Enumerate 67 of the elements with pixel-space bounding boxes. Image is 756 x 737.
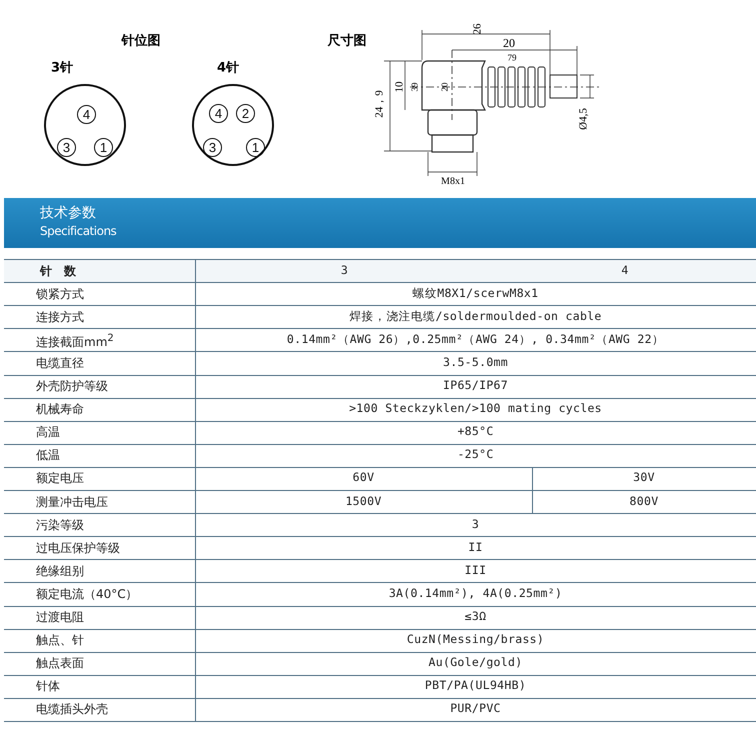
dimension-label: 20 xyxy=(440,82,450,92)
dimension-label: 24，9 xyxy=(374,90,386,118)
pin-number: 1 xyxy=(246,138,265,157)
table-cell: 焊接，浇注电缆/soldermoulded-on cable xyxy=(349,310,602,322)
connector-face xyxy=(192,84,274,166)
table-cell: 1500V xyxy=(345,496,382,508)
table-cell: 0.14mm²（AWG 26）,0.25mm²（AWG 24）, 0.34mm²（AWG 22） xyxy=(286,334,664,346)
row-header: 污染等级 xyxy=(36,518,84,531)
row-header: 连接截面mm$^{2}$ xyxy=(36,334,114,348)
table-cell: III xyxy=(464,564,486,576)
dimension-label: 26 xyxy=(472,24,484,34)
table-cell: -25°C xyxy=(457,449,494,461)
row-header: 额定电压 xyxy=(36,472,84,484)
pin-count-label: 4针 xyxy=(216,62,240,74)
section-heading: 尺寸图 xyxy=(328,34,366,48)
row-header: 低温 xyxy=(36,449,60,462)
row-header: 触点表面 xyxy=(36,657,84,670)
row-header: 针 数 xyxy=(40,264,76,277)
pin-number: 1 xyxy=(94,138,113,157)
banner-title: 技术参数 xyxy=(40,206,96,220)
pin-number: 2 xyxy=(236,104,255,123)
row-header: 机械寿命 xyxy=(36,403,84,416)
connector-face xyxy=(44,84,126,166)
row-header: 过电压保护等级 xyxy=(36,542,120,554)
row-header: 过渡电阻 xyxy=(36,611,84,624)
row-header: 电缆插头外壳 xyxy=(36,703,108,716)
table-cell: II xyxy=(468,542,483,554)
row-header: 电缆直径 xyxy=(36,356,84,369)
row-header: 测量冲击电压 xyxy=(36,496,108,508)
table-cell: 3A(0.14mm²), 4A(0.25mm²) xyxy=(388,588,562,600)
section-heading: 针位图 xyxy=(122,34,160,48)
banner-subtitle: Specifications xyxy=(40,225,116,237)
pin-number: 3 xyxy=(203,138,222,157)
table-cell: 3.5-5.0mm xyxy=(443,356,508,368)
table-cell: 3 xyxy=(340,264,348,276)
dimension-label: Ø4,5 xyxy=(578,108,590,130)
table-cell: >100 Steckzyklen/>100 mating cycles xyxy=(349,403,602,415)
pin-count-label: 3针 xyxy=(50,62,74,74)
table-cell: 螺纹M8X1/scerwM8x1 xyxy=(412,288,538,300)
table-cell: 60V xyxy=(352,472,374,484)
table-cell: IP65/IP67 xyxy=(443,380,508,392)
table-cell: +85°C xyxy=(457,426,494,438)
table-cell: 30V xyxy=(633,472,655,484)
row-header: 外壳防护等级 xyxy=(36,380,108,392)
pin-number: 4 xyxy=(77,105,96,124)
pin-number: 3 xyxy=(57,138,76,157)
table-cell: Au(Gole/gold) xyxy=(428,657,522,669)
table-cell: 3 xyxy=(472,518,480,530)
row-header: 触点、针 xyxy=(36,634,84,646)
table-cell: ≤3Ω xyxy=(464,611,486,623)
pin-number: 4 xyxy=(209,104,228,123)
row-header: 额定电流（40°C） xyxy=(36,588,138,600)
row-header: 锁紧方式 xyxy=(36,288,84,300)
table-cell: 800V xyxy=(630,496,658,508)
row-header: 连接方式 xyxy=(36,310,84,323)
dimension-label: 39 xyxy=(410,82,420,92)
row-header: 绝缘组别 xyxy=(36,564,84,577)
row-header: 针体 xyxy=(36,680,60,692)
table-cell: PBT/PA(UL94HB) xyxy=(424,680,526,692)
dimension-label: 79 xyxy=(508,54,516,62)
dimension-label: M8x1 xyxy=(441,177,465,187)
dimension-label: 10 xyxy=(394,82,406,92)
row-header: 高温 xyxy=(36,426,60,438)
table-cell: CuzN(Messing/brass) xyxy=(406,634,544,646)
table-cell: 4 xyxy=(621,264,629,276)
table-cell: PUR/PVC xyxy=(450,703,501,715)
dimension-label: 20 xyxy=(503,37,515,49)
